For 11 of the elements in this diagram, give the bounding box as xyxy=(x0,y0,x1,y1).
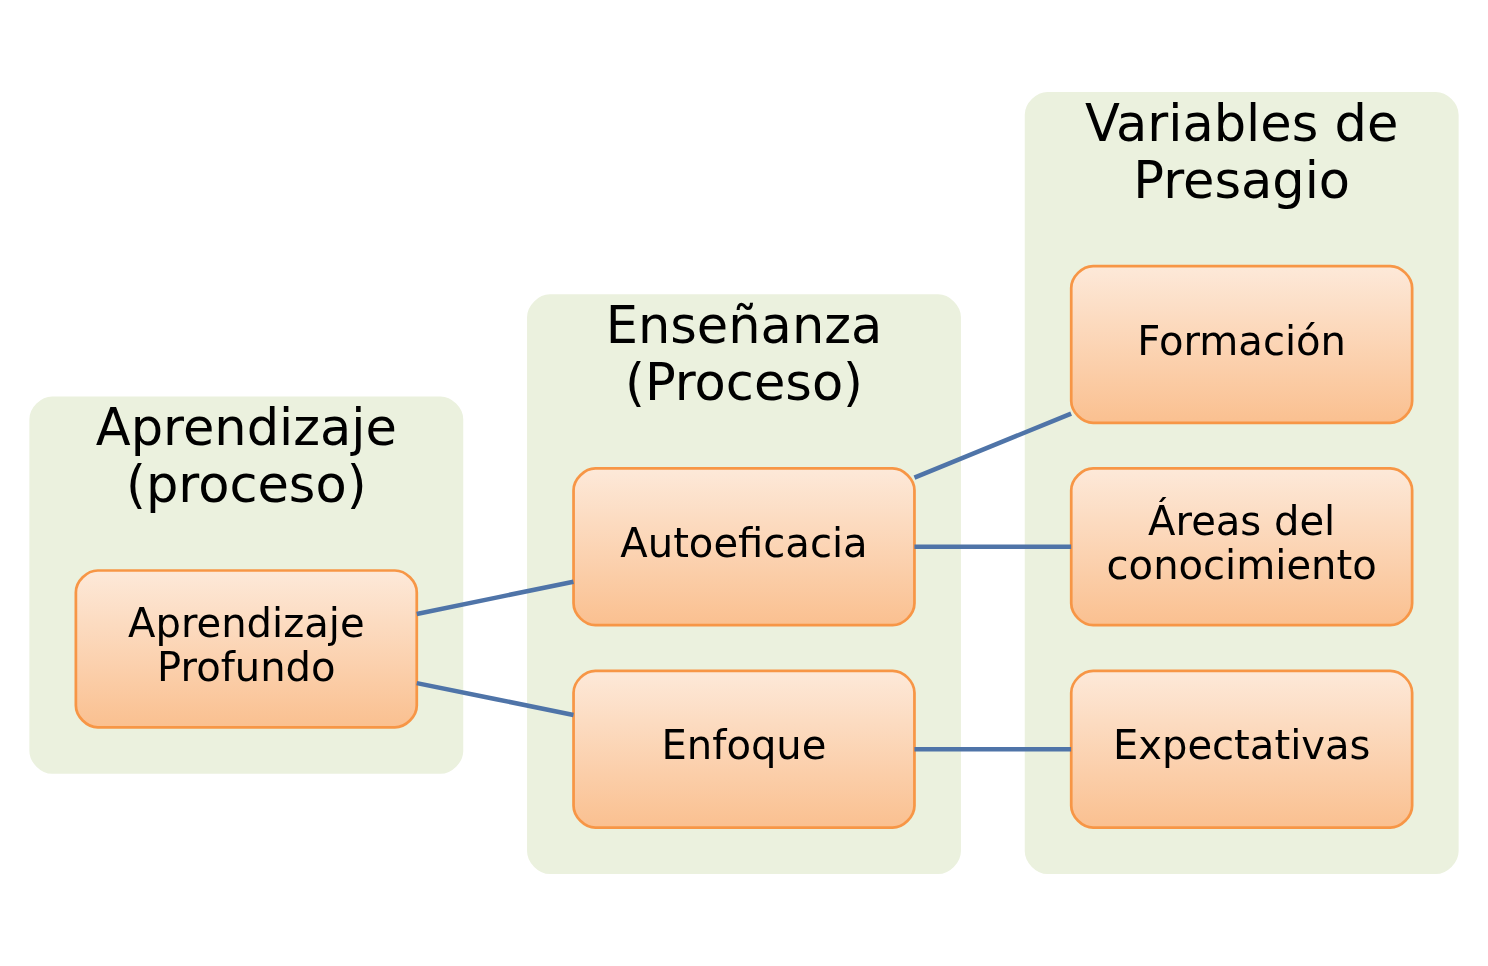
node-box: Enfoque xyxy=(572,669,916,829)
node-box: Aprendizaje Profundo xyxy=(74,569,419,729)
connector xyxy=(416,680,574,718)
connector xyxy=(914,544,1072,550)
node-box: Áreas del conocimiento xyxy=(1069,467,1414,627)
node-box: Autoeficacia xyxy=(572,467,916,627)
connector xyxy=(914,746,1072,752)
connector xyxy=(913,411,1072,480)
connector xyxy=(416,579,574,617)
node-box: Formación xyxy=(1069,264,1414,425)
node-box: Expectativas xyxy=(1069,669,1414,829)
